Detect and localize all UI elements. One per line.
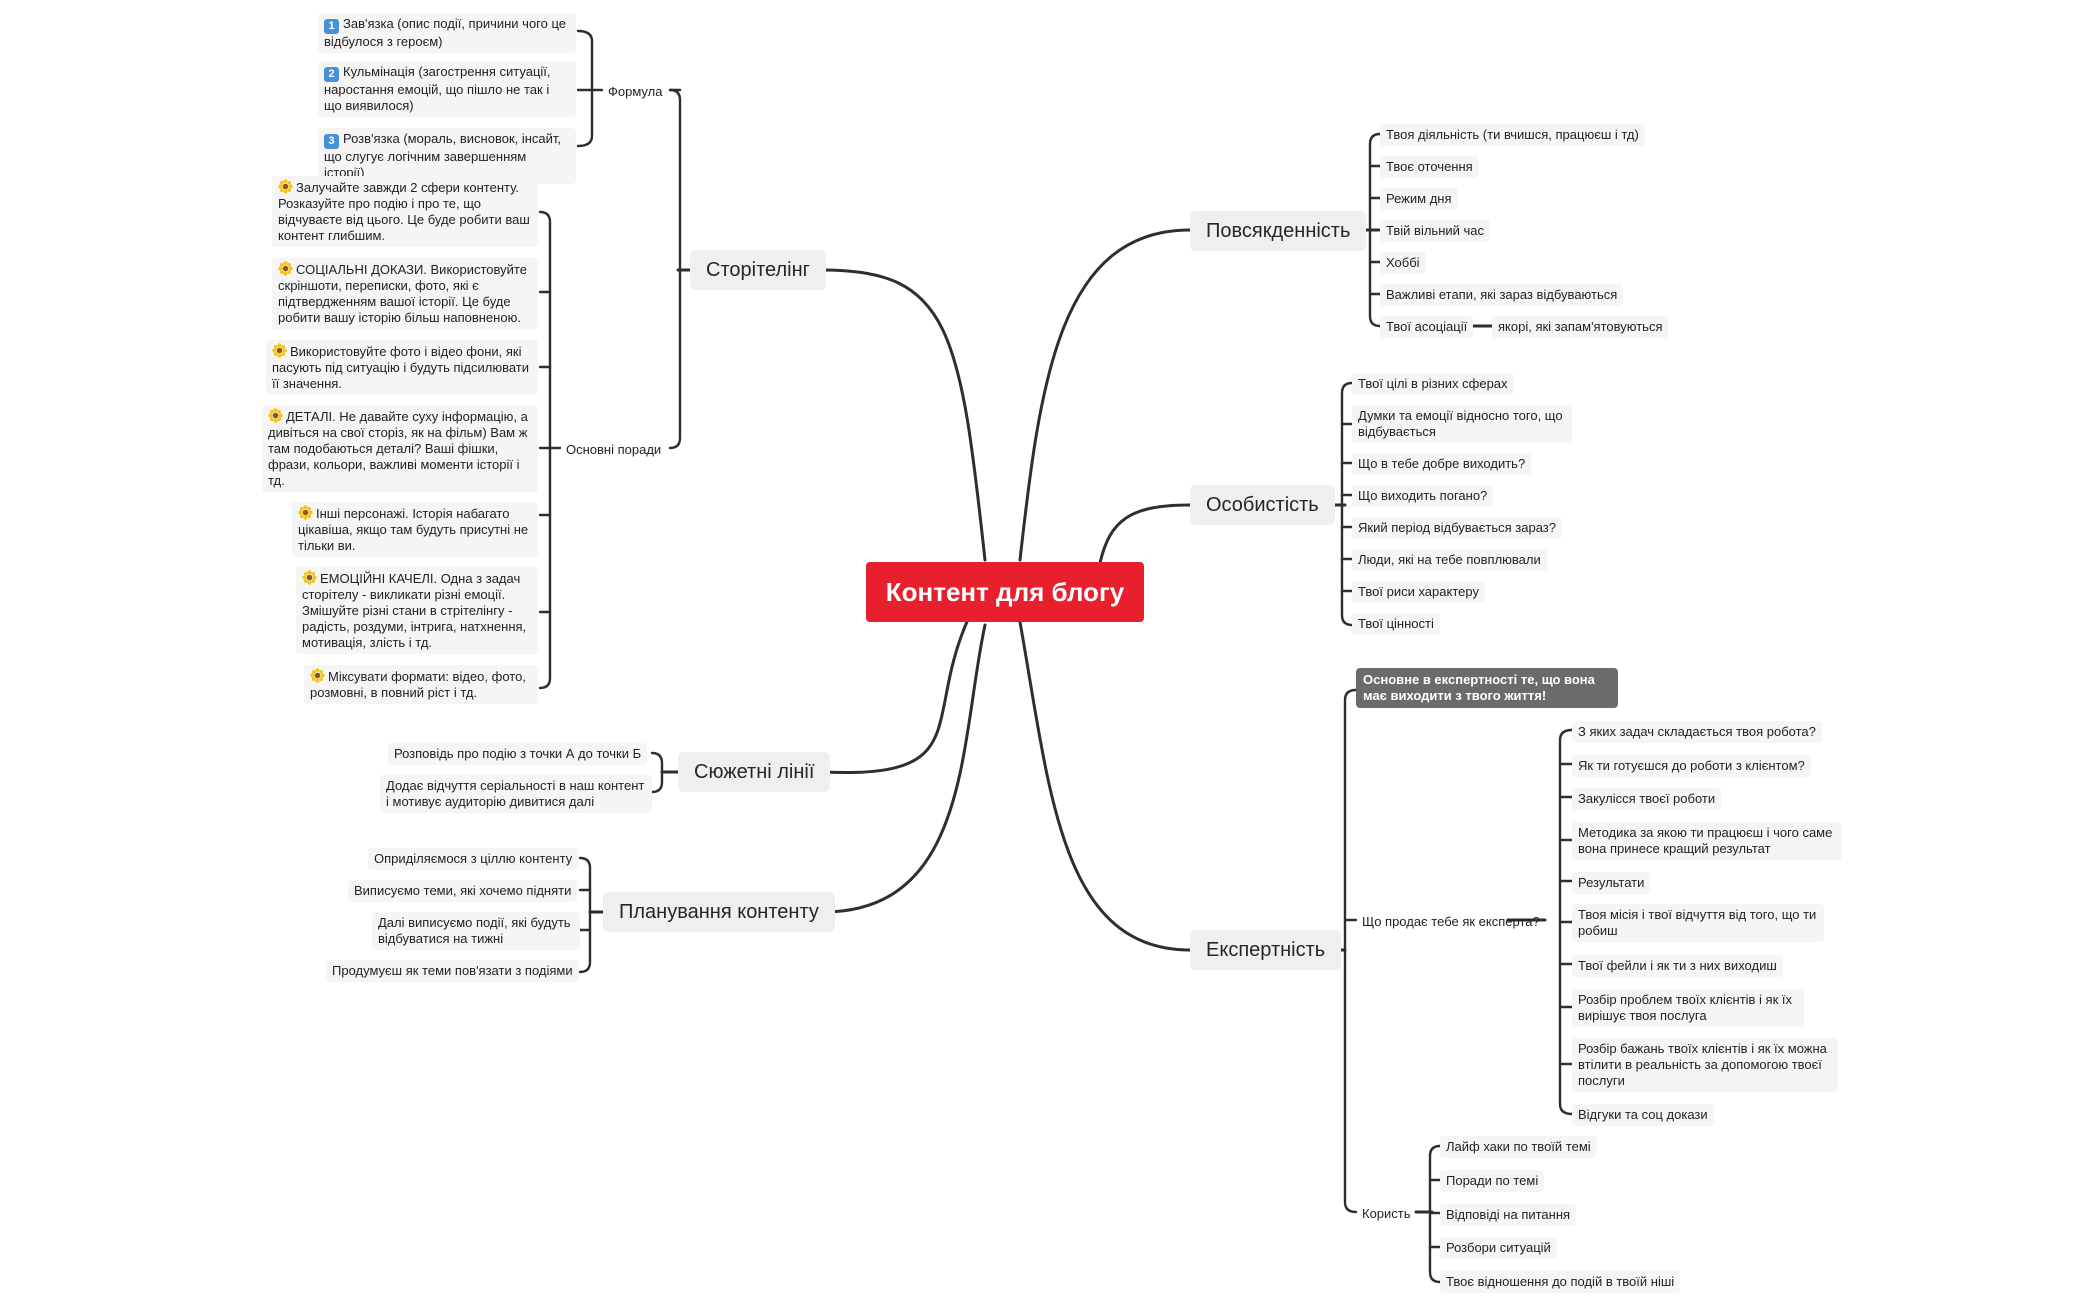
list-item[interactable]: Результати bbox=[1572, 872, 1651, 894]
list-item[interactable]: Режим дня bbox=[1380, 188, 1458, 210]
list-item[interactable]: Додає відчуття серіальності в наш контен… bbox=[380, 775, 652, 813]
list-item[interactable]: Розповідь про подію з точки А до точки Б bbox=[388, 743, 648, 765]
number-3-icon: 3 bbox=[324, 134, 339, 149]
list-item[interactable]: Оприділяємося з ціллю контенту bbox=[368, 848, 579, 870]
expertise-note[interactable]: Основне в експертності те, що вона має в… bbox=[1356, 668, 1618, 708]
subtopic-formula[interactable]: Формула bbox=[608, 84, 663, 99]
list-item[interactable]: Міксувати формати: відео, фото, розмовні… bbox=[304, 665, 538, 704]
list-item[interactable]: якорі, які запам'ятовуються bbox=[1492, 316, 1669, 338]
list-item[interactable]: Твій вільний час bbox=[1380, 220, 1491, 242]
sunflower-icon bbox=[302, 570, 317, 585]
list-item[interactable]: Твоя місія і твої відчуття від того, що … bbox=[1572, 904, 1824, 942]
list-item[interactable]: Люди, які на тебе повплювали bbox=[1352, 549, 1547, 571]
number-1-icon: 1 bbox=[324, 19, 339, 34]
list-item[interactable]: Продумуєш як теми пов'язати з подіями bbox=[326, 960, 579, 982]
list-item[interactable]: Розбір бажань твоїх клієнтів і як їх мож… bbox=[1572, 1038, 1838, 1092]
sunflower-icon bbox=[298, 505, 313, 520]
subtopic-benefit[interactable]: Користь bbox=[1362, 1206, 1411, 1221]
list-item[interactable]: З яких задач складається твоя робота? bbox=[1572, 721, 1822, 743]
subtopic-sells[interactable]: Що продає тебе як експерта? bbox=[1362, 914, 1540, 929]
list-item[interactable]: Використовуйте фото і відео фони, які па… bbox=[266, 340, 538, 395]
list-item[interactable]: Далі виписуємо події, які будуть відбува… bbox=[372, 912, 580, 950]
list-item[interactable]: Методика за якою ти працюєш і чого саме … bbox=[1572, 822, 1842, 860]
sunflower-icon bbox=[272, 343, 287, 358]
list-item[interactable]: Твої риси характеру bbox=[1352, 581, 1485, 603]
list-item[interactable]: Твоє оточення bbox=[1380, 156, 1479, 178]
list-item[interactable]: Виписуємо теми, які хочемо підняти bbox=[348, 880, 578, 902]
list-item[interactable]: Твої асоціації bbox=[1380, 316, 1474, 338]
topic-expertnist[interactable]: Експертність bbox=[1190, 930, 1342, 970]
list-item[interactable]: Відгуки та соц докази bbox=[1572, 1104, 1714, 1126]
sunflower-icon bbox=[268, 408, 283, 423]
list-item[interactable]: Інші персонажі. Історія набагато цікавіш… bbox=[292, 502, 538, 557]
sunflower-icon bbox=[310, 668, 325, 683]
number-2-icon: 2 bbox=[324, 67, 339, 82]
subtopic-tips[interactable]: Основні поради bbox=[566, 442, 662, 457]
list-item[interactable]: Закулісся твоєї роботи bbox=[1572, 788, 1722, 810]
topic-osobystist[interactable]: Особистість bbox=[1190, 485, 1335, 525]
list-item[interactable]: Важливі етапи, які зараз відбуваються bbox=[1380, 284, 1624, 306]
list-item[interactable]: Відповіді на питання bbox=[1440, 1204, 1577, 1226]
topic-storytelling[interactable]: Сторітелінг bbox=[690, 250, 826, 290]
list-item[interactable]: Що виходить погано? bbox=[1352, 485, 1494, 507]
list-item[interactable]: Думки та емоції відносно того, що відбув… bbox=[1352, 405, 1572, 443]
list-item[interactable]: Поради по темі bbox=[1440, 1170, 1545, 1192]
list-item[interactable]: Твої цінності bbox=[1352, 613, 1440, 635]
sunflower-icon bbox=[278, 179, 293, 194]
topic-plotlines[interactable]: Сюжетні лінії bbox=[678, 752, 831, 792]
list-item[interactable]: СОЦІАЛЬНІ ДОКАЗИ. Використовуйте скріншо… bbox=[272, 258, 538, 329]
list-item[interactable]: Розбори ситуацій bbox=[1440, 1237, 1557, 1259]
list-item[interactable]: Твої фейли і як ти з них виходиш bbox=[1572, 955, 1783, 977]
list-item[interactable]: Твоя діяльність (ти вчишся, працюєш і тд… bbox=[1380, 124, 1645, 146]
topic-povsyakdennist[interactable]: Повсякденність bbox=[1190, 211, 1367, 251]
list-item[interactable]: Лайф хаки по твоїй темі bbox=[1440, 1136, 1597, 1158]
list-item[interactable]: Залучайте завжди 2 сфери контенту. Розка… bbox=[272, 176, 538, 247]
list-item[interactable]: Який період відбувається зараз? bbox=[1352, 517, 1562, 539]
sunflower-icon bbox=[278, 261, 293, 276]
list-item[interactable]: Розбір проблем твоїх клієнтів і як їх ви… bbox=[1572, 989, 1804, 1027]
list-item[interactable]: ЕМОЦІЙНІ КАЧЕЛІ. Одна з задач сторітелу … bbox=[296, 567, 538, 654]
root-topic[interactable]: Контент для блогу bbox=[866, 562, 1144, 622]
list-item[interactable]: Хоббі bbox=[1380, 252, 1426, 274]
list-item[interactable]: Твої цілі в різних сферах bbox=[1352, 373, 1514, 395]
list-item[interactable]: Як ти готуєшся до роботи з клієнтом? bbox=[1572, 755, 1811, 777]
list-item[interactable]: ДЕТАЛІ. Не давайте суху інформацію, а ди… bbox=[262, 405, 538, 492]
list-item[interactable]: Твоє відношення до подій в твоїй ніші bbox=[1440, 1271, 1681, 1293]
list-item[interactable]: Що в тебе добре виходить? bbox=[1352, 453, 1532, 475]
topic-planning[interactable]: Планування контенту bbox=[603, 892, 835, 932]
